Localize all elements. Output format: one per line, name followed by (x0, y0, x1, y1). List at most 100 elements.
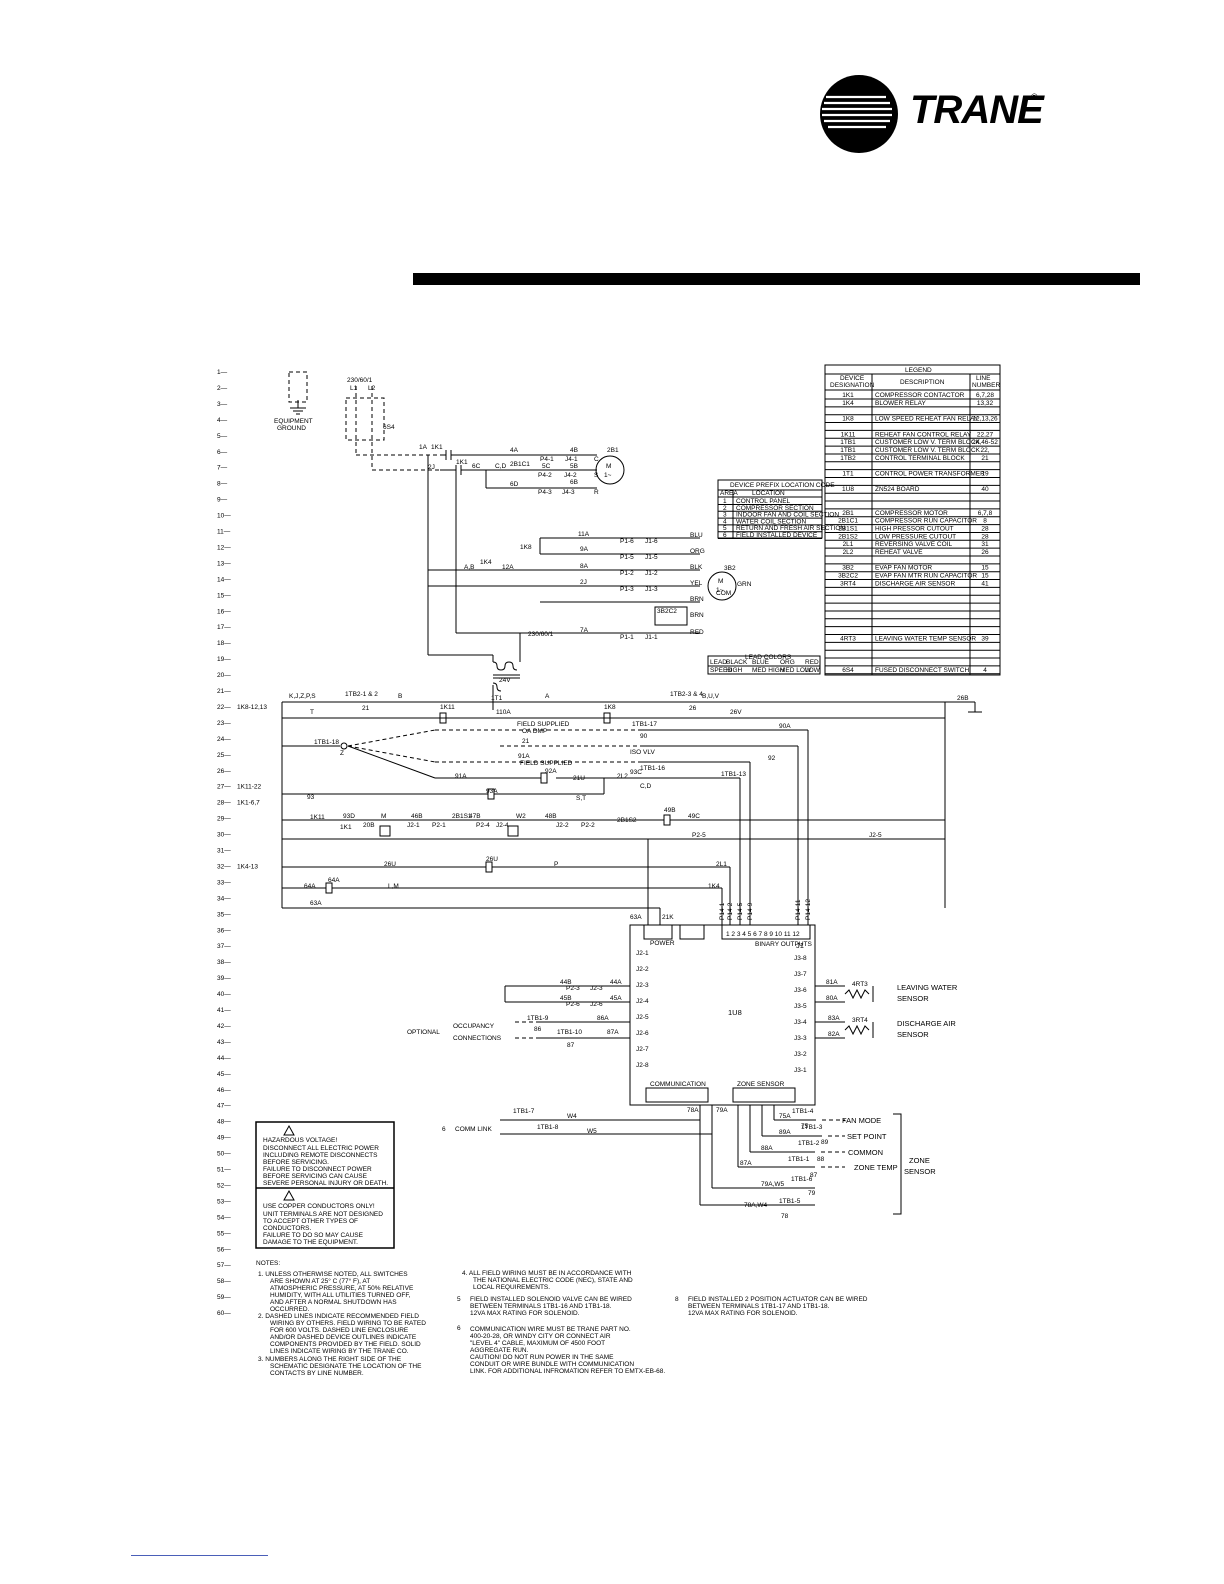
wire-label: 3B2 (724, 565, 736, 572)
line-number: 30— (217, 832, 231, 839)
note-line: OCCURRED. (270, 1306, 310, 1313)
control-wire-label: 2L1 (716, 861, 727, 868)
note-line: AND AFTER A NORMAL SHUTDOWN HAS (270, 1299, 397, 1306)
control-wire-label: 2B1S1 (452, 813, 472, 820)
wire-label: J1-2 (645, 570, 658, 577)
control-wire-label: 63A (630, 914, 642, 921)
note-tag: 8 (675, 1296, 679, 1303)
legend-line: 22,27 (977, 431, 994, 438)
ground-label: GROUND (277, 425, 306, 432)
board-outputs-label: BINARY OUTPUTS (755, 941, 812, 948)
footer-link-rule (131, 1555, 268, 1556)
control-wire-label: 92 (768, 755, 776, 762)
legend-device: 3RT4 (840, 580, 856, 587)
control-wire-label: 1K8 (604, 704, 616, 711)
wire-label: A,B (464, 564, 474, 571)
lead-color-header: BLACK (726, 659, 748, 666)
line-number: 39— (217, 975, 231, 982)
control-wire-label: C,D (640, 783, 652, 790)
line-number: 51— (217, 1167, 231, 1174)
transformer-in-label: 230/60/1 (528, 631, 554, 638)
input-wire-label: 86A (597, 1015, 609, 1022)
legend-description: COMPRESSOR MOTOR (875, 510, 948, 517)
optional-label: OPTIONAL (407, 1029, 440, 1036)
note-line: LOCAL REQUIREMENTS. (473, 1284, 550, 1291)
board-p14-pin: P14-11 (795, 899, 802, 920)
input-wire-label: 44B (560, 979, 572, 986)
board-j2-pin: J2-5 (636, 1014, 649, 1021)
wire-label: P1-3 (620, 586, 634, 593)
control-wire-label: 1K11 (440, 704, 455, 711)
line-number: 38— (217, 959, 231, 966)
note-line: "LEVEL 4" CABLE, MAXIMUM OF 4500 FOOT (470, 1340, 605, 1347)
registered-mark: ® (1031, 92, 1038, 102)
wire-label: J1-1 (645, 634, 658, 641)
control-wire-label: 47B (469, 813, 481, 820)
terminal-number: 78 (781, 1213, 789, 1220)
sensor-name: LEAVING WATER (897, 983, 958, 992)
note-line: BETWEEN TERMINALS 1TB1-17 AND 1TB1-18. (688, 1303, 830, 1310)
control-wire-label: 1TB2-1 & 2 (345, 691, 378, 698)
legend-device: 2B1S2 (838, 533, 858, 540)
terminal-label: 1TB1-6 (791, 1176, 813, 1183)
wire-label: YEL (690, 580, 703, 587)
legend-description: CONTROL TERMINAL BLOCK (875, 455, 965, 462)
l1-label: L1 (350, 385, 358, 392)
control-wire-label: 21 (522, 738, 530, 745)
board-j3-pin: J3-1 (794, 1067, 807, 1074)
note-line: FIELD INSTALLED SOLENOID VALVE CAN BE WI… (470, 1296, 632, 1303)
line-number: 6— (217, 449, 228, 456)
board-j2-pin: J2-4 (636, 998, 649, 1005)
legend-description: CUSTOMER LOW V. TERM BLOCK (875, 447, 981, 454)
lead-speed: HIGH (726, 667, 743, 674)
line-number: 14— (217, 576, 231, 583)
legend-device: 2B1C1 (838, 518, 858, 525)
legend-description: COMPRESSOR RUN CAPACITOR (875, 518, 977, 525)
wire-label: 2B1C1 (510, 461, 530, 468)
legend-line: 24,46-52 (972, 439, 998, 446)
line-number: 22— (217, 704, 231, 711)
warning-line: BEFORE SERVICING. (263, 1159, 329, 1166)
note-line: 4. ALL FIELD WIRING MUST BE IN ACCORDANC… (462, 1270, 632, 1277)
legend-line: 26 (981, 549, 989, 556)
control-wiring (281, 701, 982, 925)
line-number: 31— (217, 848, 231, 855)
line-number: 49— (217, 1135, 231, 1142)
line-number: 15— (217, 592, 231, 599)
wire-label: 7A (580, 627, 589, 634)
control-wire-label: ISO VLV (630, 749, 655, 756)
warning-line: DAMAGE TO THE EQUIPMENT. (263, 1239, 358, 1246)
legend-description: REVERSING VALVE COIL (875, 541, 952, 548)
wire-label: 1A (419, 444, 428, 451)
warning-line: FAILURE TO DO SO MAY CAUSE (263, 1232, 364, 1239)
zone-sensor-label: SENSOR (904, 1167, 936, 1176)
control-wire-label: 90A (779, 723, 791, 730)
control-wire-label: 1K11 (310, 814, 325, 821)
control-wire-label: 26U (486, 856, 498, 863)
location-area: 6 (723, 532, 727, 539)
note-line: ARE SHOWN AT 25° C (77° F), AT (270, 1277, 370, 1285)
control-wire-label: L,M (388, 883, 399, 890)
note-tag: 6 (442, 1126, 446, 1133)
legend-line: 22, (980, 447, 989, 454)
line-number: 8— (217, 481, 228, 488)
sensor-wire-label: 82A (828, 1031, 840, 1038)
control-wire-label: J2-1 (407, 822, 420, 829)
legend-description: DISCHARGE AIR SENSOR (875, 580, 955, 587)
wire-label: J4-1 (565, 456, 578, 463)
legend-device: 4RT3 (840, 635, 856, 642)
control-wire-label: 26V (730, 709, 742, 716)
board-j3-pin: J3-5 (794, 1003, 807, 1010)
line-number: 20— (217, 672, 231, 679)
comm-link-label: COMM LINK (455, 1126, 493, 1133)
line-number: 26— (217, 768, 231, 775)
legend-line: 28 (981, 533, 989, 540)
note-line: 1. UNLESS OTHERWISE NOTED, ALL SWITCHES (258, 1271, 408, 1278)
control-wire-label: 1TB2-3 & 4 (670, 691, 703, 698)
power-wiring: M 1~ M 1~ (288, 371, 737, 710)
line-number: 10— (217, 513, 231, 520)
control-wire-label: A (545, 693, 550, 700)
legend-line: 39 (981, 635, 989, 642)
terminal-number: 88 (817, 1156, 825, 1163)
terminal-label: 1TB1-1 (788, 1156, 810, 1163)
